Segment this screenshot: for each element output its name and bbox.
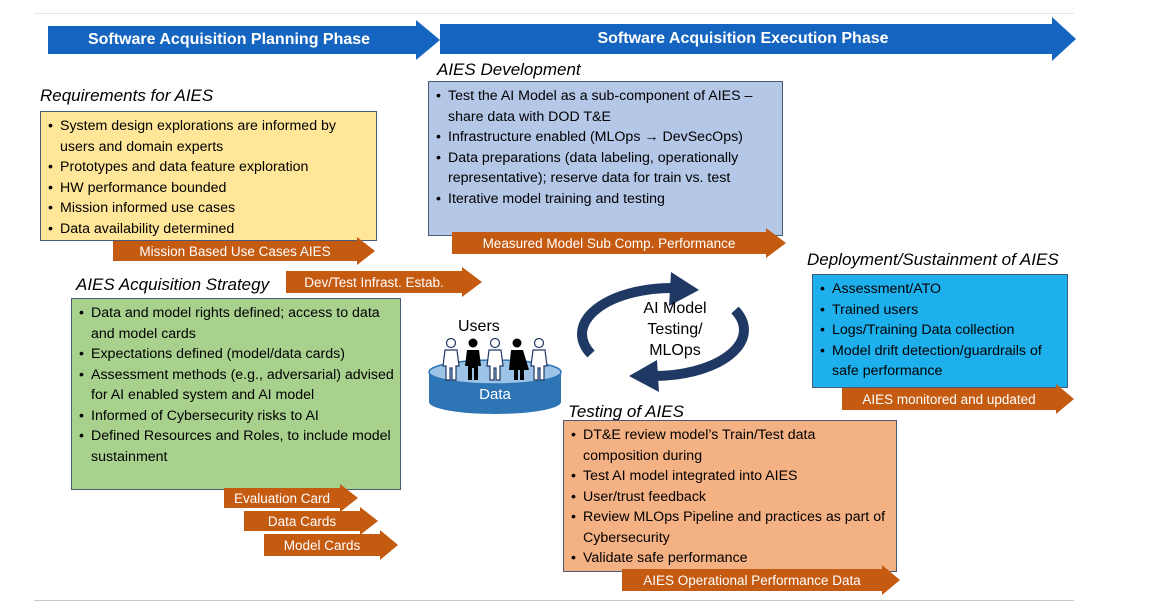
testing-box: DT&E review model’s Train/Test data comp… <box>563 420 897 572</box>
mission-use-cases-label: Mission Based Use Cases AIES <box>139 243 331 259</box>
devtest-label: Dev/Test Infrast. Estab. <box>304 274 444 290</box>
deployment-title: Deployment/Sustainment of AIES <box>807 250 1059 269</box>
bottom-rule <box>34 600 1074 601</box>
development-box: Test the AI Model as a sub-component of … <box>428 81 783 236</box>
cycle-arrows-graphic <box>577 272 749 392</box>
operational-data-arrow: AIES Operational Performance Data <box>622 565 900 595</box>
strategy-box: Data and model rights defined; access to… <box>71 298 401 490</box>
cycle-label-line: MLOps <box>649 342 701 359</box>
model-cards-arrow: Model Cards <box>264 530 398 560</box>
measured-performance-arrow: Measured Model Sub Comp. Performance <box>452 228 786 258</box>
deployment-item: Model drift detection/guardrails of safe… <box>819 341 1061 382</box>
requirements-item: Mission informed use cases <box>47 198 370 219</box>
cycle-label-line: Testing/ <box>647 321 703 338</box>
cycle-label-line: AI Model <box>643 300 707 317</box>
evaluation-card-arrow: Evaluation Card <box>224 484 358 512</box>
deployment-item: Logs/Training Data collection <box>819 320 1061 341</box>
deployment-item: Assessment/ATO <box>819 279 1061 300</box>
strategy-item: Defined Resources and Roles, to include … <box>78 426 394 467</box>
requirements-item: HW performance bounded <box>47 178 370 199</box>
strategy-item: Data and model rights defined; access to… <box>78 303 394 344</box>
deployment-box: Assessment/ATO Trained users Logs/Traini… <box>812 274 1068 388</box>
measured-performance-label: Measured Model Sub Comp. Performance <box>482 235 736 251</box>
planning-phase-arrow: Software Acquisition Planning Phase <box>48 20 440 60</box>
development-title: AIES Development <box>437 60 581 79</box>
testing-item: User/trust feedback <box>570 487 890 508</box>
requirements-item: System design explorations are informed … <box>47 116 370 157</box>
development-item: Test the AI Model as a sub-component of … <box>435 86 776 127</box>
development-item: Iterative model training and testing <box>435 189 776 210</box>
data-cards-label: Data Cards <box>267 513 337 529</box>
development-item: Infrastructure enabled (MLOps → DevSecOp… <box>435 127 776 148</box>
testing-item: DT&E review model’s Train/Test data comp… <box>570 425 890 466</box>
strategy-item: Informed of Cybersecurity risks to AI <box>78 406 394 427</box>
requirements-item: Prototypes and data feature exploration <box>47 157 370 178</box>
strategy-item: Expectations defined (model/data cards) <box>78 344 394 365</box>
development-item: Data preparations (data labeling, operat… <box>435 148 776 189</box>
testing-title: Testing of AIES <box>568 402 684 421</box>
testing-item: Review MLOps Pipeline and practices as p… <box>570 507 890 548</box>
evaluation-card-label: Evaluation Card <box>233 490 331 506</box>
execution-phase-label: Software Acquisition Execution Phase <box>597 30 889 47</box>
strategy-item: Assessment methods (e.g., adversarial) a… <box>78 365 394 406</box>
requirements-item: Data availability determined <box>47 219 370 240</box>
devtest-arrow: Dev/Test Infrast. Estab. <box>286 267 482 297</box>
model-cards-label: Model Cards <box>283 537 361 553</box>
requirements-box: System design explorations are informed … <box>40 111 377 241</box>
strategy-title: AIES Acquisition Strategy <box>76 275 270 294</box>
testing-item: Validate safe performance <box>570 548 890 569</box>
cycle-label: AI Model Testing/ MLOps <box>625 298 725 361</box>
deployment-item: Trained users <box>819 300 1061 321</box>
users-label: Users <box>458 318 500 335</box>
operational-data-label: AIES Operational Performance Data <box>643 572 861 588</box>
requirements-title: Requirements for AIES <box>40 86 214 105</box>
execution-phase-arrow: Software Acquisition Execution Phase <box>440 17 1076 61</box>
monitored-label: AIES monitored and updated <box>862 391 1036 407</box>
mission-use-cases-arrow: Mission Based Use Cases AIES <box>113 237 375 265</box>
monitored-arrow: AIES monitored and updated <box>842 384 1074 414</box>
testing-item: Test AI model integrated into AIES <box>570 466 890 487</box>
data-disk-graphic <box>428 338 562 414</box>
top-rule <box>34 13 1074 14</box>
data-label: Data <box>479 386 511 403</box>
planning-phase-label: Software Acquisition Planning Phase <box>87 31 371 48</box>
data-cards-arrow: Data Cards <box>244 507 378 535</box>
